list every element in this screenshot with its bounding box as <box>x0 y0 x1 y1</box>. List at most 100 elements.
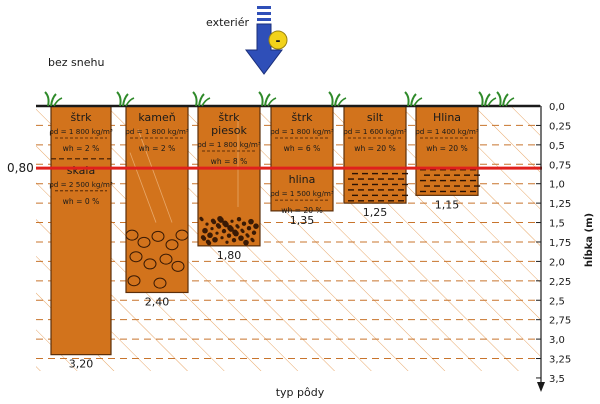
crack-line <box>137 129 173 223</box>
column-depth-label: 1,35 <box>290 214 315 227</box>
layer-moisture: wh = 0 % <box>63 197 100 206</box>
column-depth-label: 1,15 <box>435 198 460 211</box>
gravel-grain <box>246 234 250 238</box>
layer-moisture: wh = 6 % <box>284 144 321 153</box>
axis-title: hĺbka (m) <box>582 213 595 267</box>
layer-name: kameň <box>138 111 175 124</box>
stone <box>159 253 173 265</box>
gravel-grain <box>246 226 252 231</box>
gravel-texture <box>199 117 259 246</box>
gravel-grain <box>236 216 242 222</box>
frost-line: 0,80 <box>7 161 542 175</box>
layer-moisture: wh = 20 % <box>281 206 323 215</box>
gravel-grain <box>228 226 234 232</box>
gravel-grain <box>248 218 254 225</box>
layer-density: ρd = 1 400 kg/m³ <box>415 127 479 136</box>
gravel-grain <box>211 219 217 225</box>
gravel-grain <box>241 229 245 234</box>
stone <box>143 258 157 270</box>
column-depth-label: 1,80 <box>217 249 242 262</box>
axis-tick-label: 2,75 <box>549 316 571 327</box>
cold-arrow-icon <box>245 6 283 75</box>
layer-name: piesok <box>211 124 247 137</box>
layer-name: skala <box>67 164 95 177</box>
gravel-grain <box>218 217 224 223</box>
layer-moisture: wh = 8 % <box>211 157 248 166</box>
grass-icon <box>44 91 63 107</box>
ice-lens-texture <box>420 169 480 193</box>
gravel-grain <box>230 219 234 223</box>
grass-icon <box>404 91 423 107</box>
depth-axis: 0,00,250,50,751,01,251,51,752,02,252,52,… <box>536 102 595 392</box>
gravel-grain <box>201 236 207 241</box>
grass-tufts <box>44 91 515 107</box>
axis-tick-label: 2,0 <box>549 257 565 268</box>
grass-icon <box>192 91 211 107</box>
gravel-grain <box>226 233 232 238</box>
gravel-grain <box>210 227 214 231</box>
gravel-grain <box>253 223 259 229</box>
gravel-grain <box>251 230 257 235</box>
gravel-grain <box>205 222 209 226</box>
layer-density: ρd = 1 500 kg/m³ <box>270 189 334 198</box>
gravel-grain <box>202 227 208 234</box>
layer-moisture: wh = 2 % <box>63 144 100 153</box>
gravel-grain <box>231 237 237 243</box>
layer-density: ρd = 2 500 kg/m³ <box>49 180 113 189</box>
thermometer-icon: - <box>268 30 288 50</box>
stone <box>137 236 151 248</box>
stone <box>127 275 141 287</box>
axis-tick-label: 2,25 <box>549 277 571 288</box>
stone <box>151 230 165 242</box>
gravel-grain <box>225 240 229 244</box>
thermometer-sign: - <box>276 34 281 48</box>
axis-tick-label: 1,5 <box>549 219 565 230</box>
gravel-grain <box>220 236 224 240</box>
exterior-label: exteriér <box>206 16 250 29</box>
stone <box>175 229 189 241</box>
axis-tick-label: 3,5 <box>549 374 565 385</box>
layer-density: ρd = 1 800 kg/m³ <box>125 127 189 136</box>
layer-moisture: wh = 20 % <box>426 144 468 153</box>
layer-name: štrk <box>71 111 93 124</box>
soil-column-body <box>415 105 479 196</box>
grass-icon <box>478 91 497 107</box>
grass-icon <box>496 91 515 107</box>
soil-column-strk-skala: štrk ρd = 1 800 kg/m³ wh = 2 % skala ρd = 2 … <box>49 105 113 371</box>
gravel-grain <box>238 235 244 241</box>
gravel-grain <box>212 236 218 243</box>
gravel-grain <box>215 231 219 235</box>
soil-columns: štrk ρd = 1 800 kg/m³ wh = 2 % skala ρd = 2 … <box>49 105 480 371</box>
layer-name: silt <box>367 111 384 124</box>
layer-moisture: wh = 2 % <box>139 144 176 153</box>
grass-icon <box>328 91 347 107</box>
frost-depth-label: 0,80 <box>7 161 34 175</box>
axis-tick-label: 0,75 <box>549 160 571 171</box>
gravel-grain <box>221 228 227 234</box>
stone <box>153 277 167 289</box>
layer-name: hlina <box>289 173 316 186</box>
gravel-grain <box>207 232 213 239</box>
axis-tick-label: 0,0 <box>549 102 565 113</box>
layer-density: ρd = 1 800 kg/m³ <box>49 127 113 136</box>
stones-texture <box>125 129 189 289</box>
gravel-grain <box>216 224 222 229</box>
axis-tick-label: 3,25 <box>549 355 571 366</box>
gravel-grain <box>233 230 239 237</box>
crack-line <box>129 152 157 223</box>
layer-density: ρd = 1 800 kg/m³ <box>197 140 261 149</box>
stone <box>129 251 143 263</box>
axis-tick-label: 1,75 <box>549 238 571 249</box>
axis-tick-label: 1,25 <box>549 199 571 210</box>
axis-tick-label: 0,5 <box>549 141 565 152</box>
stone <box>165 239 179 251</box>
x-axis-label: typ pôdy <box>276 386 325 399</box>
axis-tick-label: 3,0 <box>549 335 565 346</box>
stone <box>171 260 185 272</box>
column-depth-label: 3,20 <box>69 358 94 371</box>
